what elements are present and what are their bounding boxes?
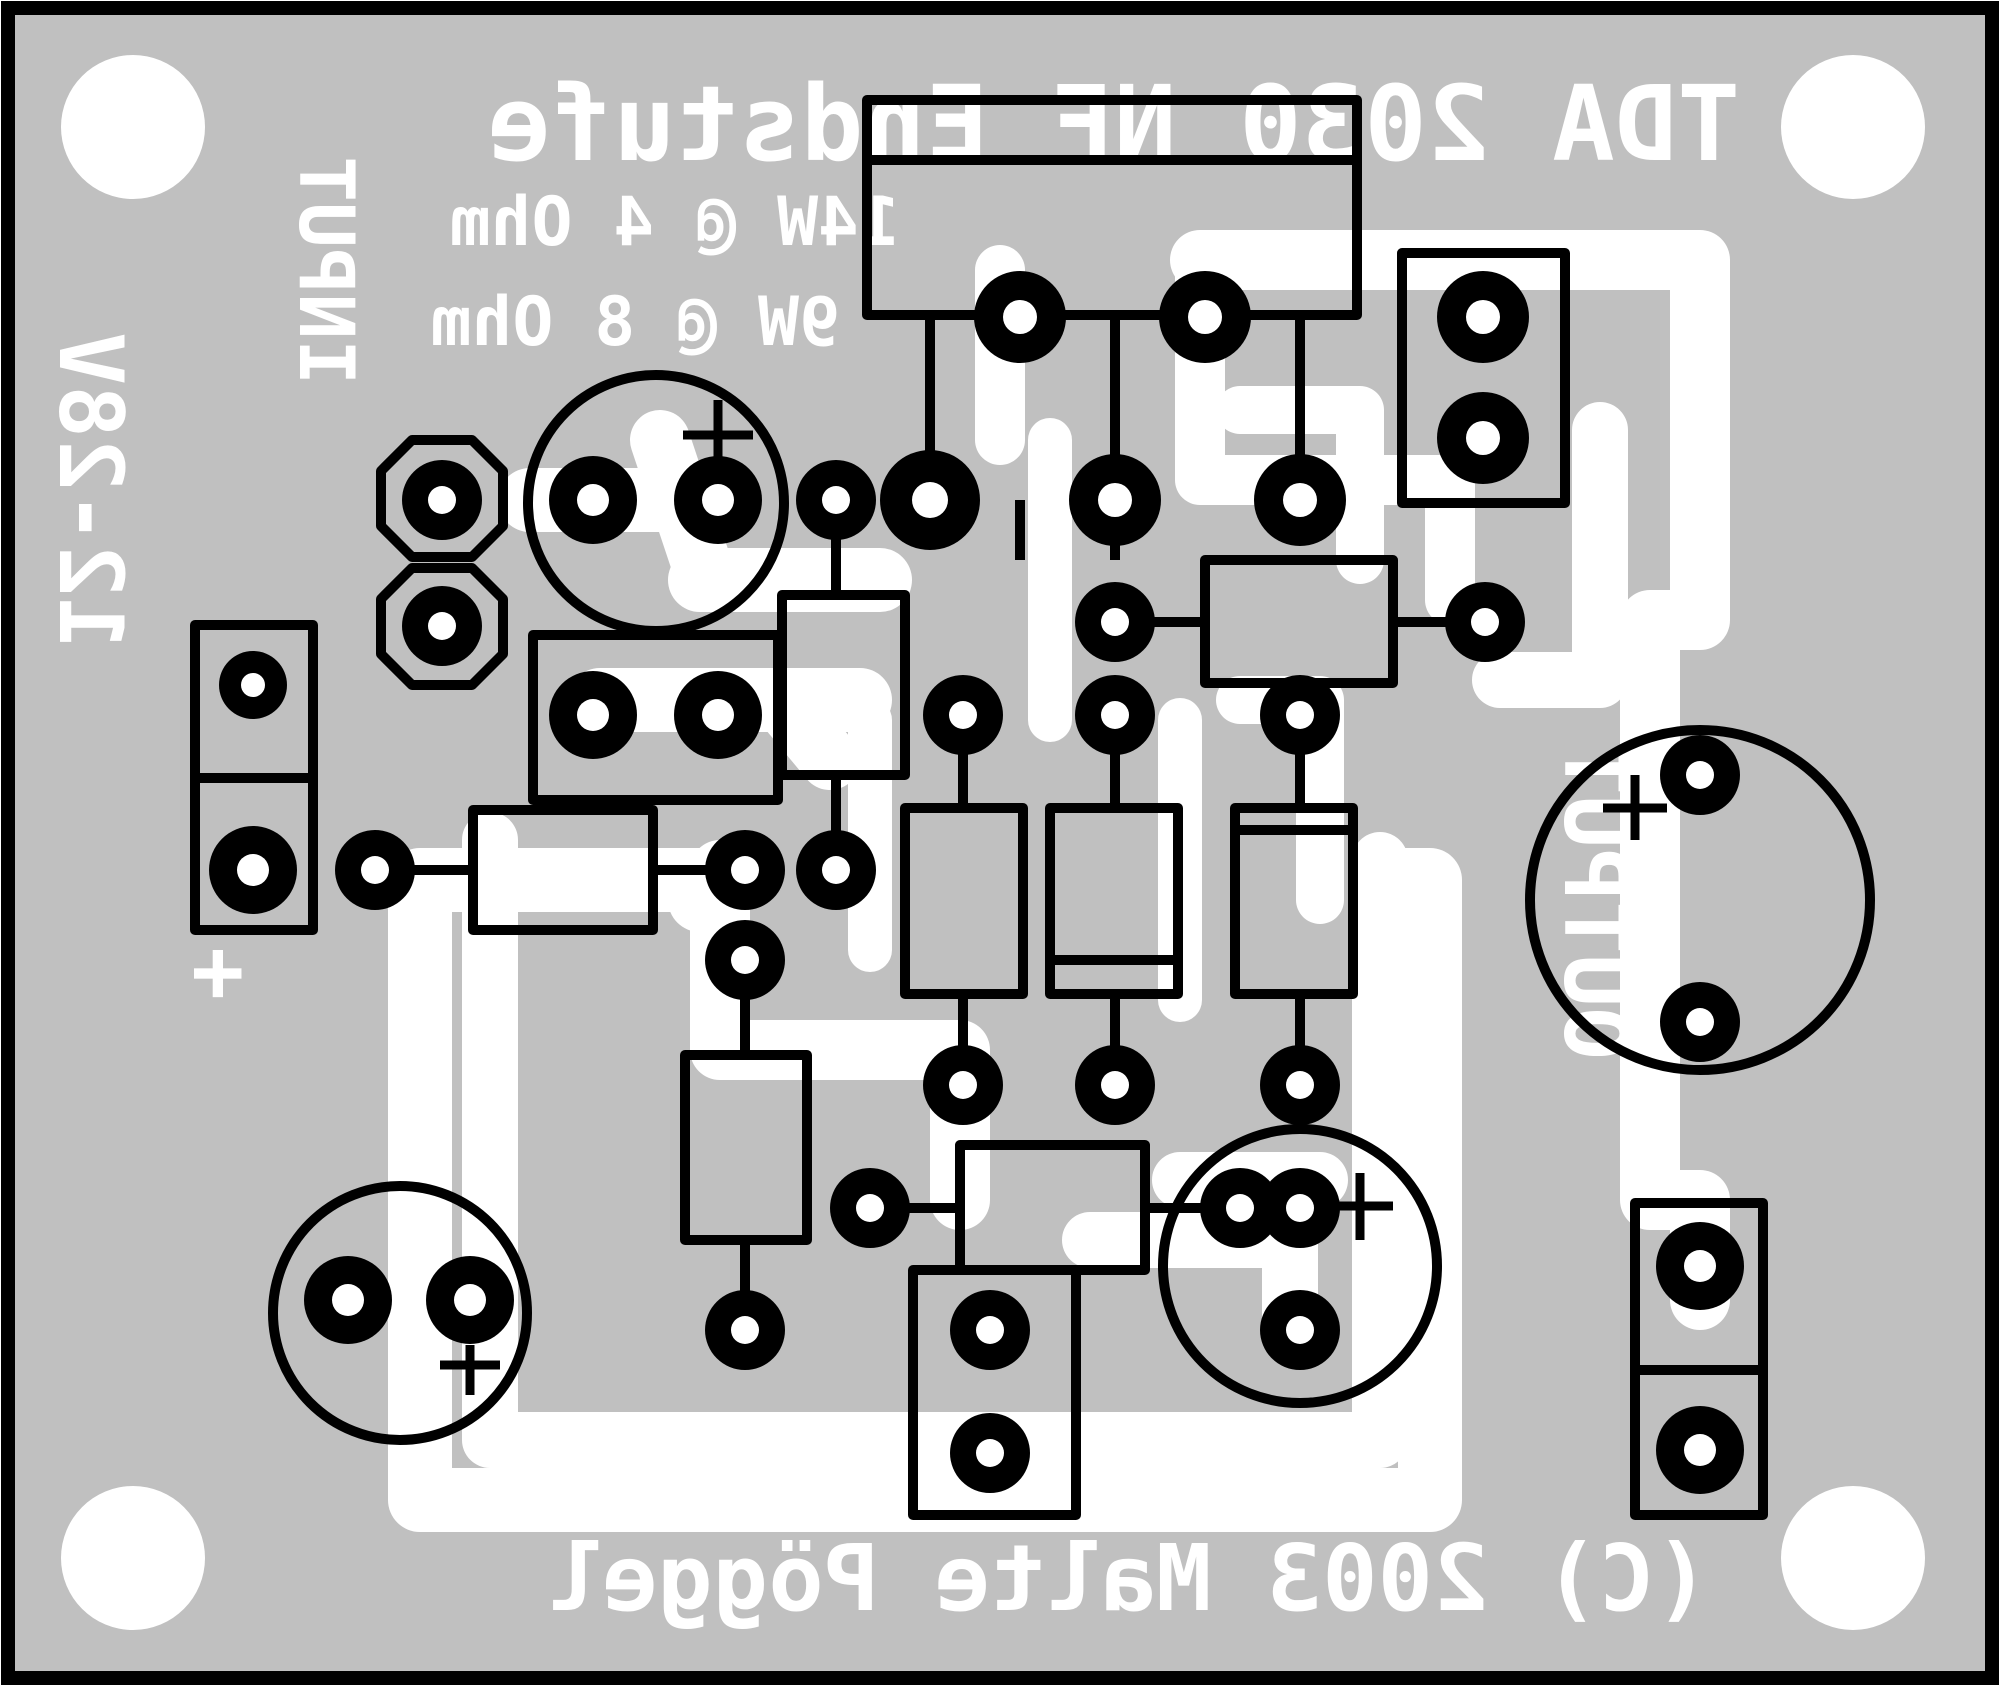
node-pad-b-drill bbox=[1101, 701, 1129, 729]
input-resistor-pad-drill bbox=[361, 856, 389, 884]
ic-pad-1-drill bbox=[1003, 300, 1037, 334]
coupling-pad-drill bbox=[822, 486, 850, 514]
spec-label-4ohm: 14W @ 4 Ohm bbox=[450, 183, 900, 262]
film-cap-pad-2-drill bbox=[702, 699, 734, 731]
power-label: 12-28V bbox=[39, 332, 142, 650]
node-pad-e-drill bbox=[822, 856, 850, 884]
resistor-bottom-pad-1-drill bbox=[856, 1194, 884, 1222]
ic-pad-2-drill bbox=[1188, 300, 1222, 334]
title-label: TDA 2030 NF Endstufe bbox=[488, 63, 1740, 185]
capacitor-film-bottom bbox=[908, 1265, 1081, 1520]
copyright-label: (C) 2003 Malte Pöggel bbox=[547, 1525, 1710, 1632]
mounting-hole-bottom-left bbox=[61, 1486, 205, 1630]
connector-top-pad-2-drill bbox=[1466, 421, 1500, 455]
trace-right-rail bbox=[1472, 402, 1628, 708]
silkscreen-text: TDA 2030 NF Endstufe 14W @ 4 Ohm 9W @ 8 … bbox=[39, 63, 1740, 1632]
input-pad-1-drill bbox=[428, 486, 456, 514]
ic-pad-4-drill bbox=[1098, 483, 1132, 517]
node-pad-j-drill bbox=[731, 1316, 759, 1344]
bottom-left-cap-pad-2-drill bbox=[454, 1284, 486, 1316]
mounting-hole-bottom-right bbox=[1781, 1486, 1925, 1630]
bottom-cap-pad-1-drill bbox=[1226, 1194, 1254, 1222]
resistor-right-pad-2-drill bbox=[1471, 608, 1499, 636]
output-cap-pad-2-drill bbox=[1686, 1008, 1714, 1036]
solder-pads bbox=[209, 271, 1744, 1494]
spec-label-8ohm: 9W @ 8 Ohm bbox=[431, 283, 840, 362]
power-pad-2-drill bbox=[237, 854, 269, 886]
input-label: INPUT bbox=[282, 156, 371, 385]
connector-output bbox=[1630, 1198, 1768, 1520]
film-cap-pad-1-drill bbox=[577, 699, 609, 731]
bottom-right-cap-pad-drill bbox=[1286, 1316, 1314, 1344]
resistor-right-pad-1-drill bbox=[1101, 608, 1129, 636]
node-pad-f-drill bbox=[731, 946, 759, 974]
capacitor-output-outline bbox=[1525, 725, 1875, 1075]
bottom-cap-pad-2-drill bbox=[1286, 1194, 1314, 1222]
node-pad-a-drill bbox=[949, 701, 977, 729]
bottom-left-cap-pad-1-drill bbox=[332, 1284, 364, 1316]
film-bottom-pad-2-drill bbox=[976, 1439, 1004, 1467]
power-polarity-label: + bbox=[169, 947, 272, 1000]
ic-pad-3-drill bbox=[912, 482, 948, 518]
output-pad-2-drill bbox=[1684, 1434, 1716, 1466]
plus-mark-output-cap bbox=[1603, 775, 1667, 840]
input-cap-pad-1-drill bbox=[577, 484, 609, 516]
node-pad-c-drill bbox=[1286, 701, 1314, 729]
ic-pad-5-drill bbox=[1283, 483, 1317, 517]
mounting-hole-top-right bbox=[1781, 55, 1925, 199]
plus-mark-bottom-left-cap bbox=[440, 1345, 500, 1395]
mounting-holes bbox=[61, 55, 1925, 1630]
node-pad-i-drill bbox=[1286, 1071, 1314, 1099]
output-pad-1-drill bbox=[1684, 1250, 1716, 1282]
input-pad-2-drill bbox=[428, 612, 456, 640]
input-pad-octagon-bottom bbox=[376, 563, 508, 690]
film-bottom-pad-1-drill bbox=[976, 1316, 1004, 1344]
mounting-hole-top-left bbox=[61, 55, 205, 199]
node-pad-g-drill bbox=[949, 1071, 977, 1099]
input-pad-octagon-top bbox=[376, 435, 508, 562]
node-pad-h-drill bbox=[1101, 1071, 1129, 1099]
capacitor-bottom-right-outline bbox=[1158, 1124, 1442, 1408]
input-cap-pad-2-drill bbox=[702, 484, 734, 516]
power-pad-1-drill bbox=[241, 673, 265, 697]
capacitor-bottom-left-outline bbox=[268, 1181, 532, 1445]
connector-top-pad-1-drill bbox=[1466, 300, 1500, 334]
resistor-vertical-top bbox=[777, 590, 910, 780]
diode-vertical-c bbox=[1230, 803, 1358, 999]
output-cap-pad-1-drill bbox=[1686, 761, 1714, 789]
node-pad-d-drill bbox=[731, 856, 759, 884]
trace-outer-loop bbox=[462, 812, 1408, 1468]
connector-top-right bbox=[1397, 248, 1570, 508]
